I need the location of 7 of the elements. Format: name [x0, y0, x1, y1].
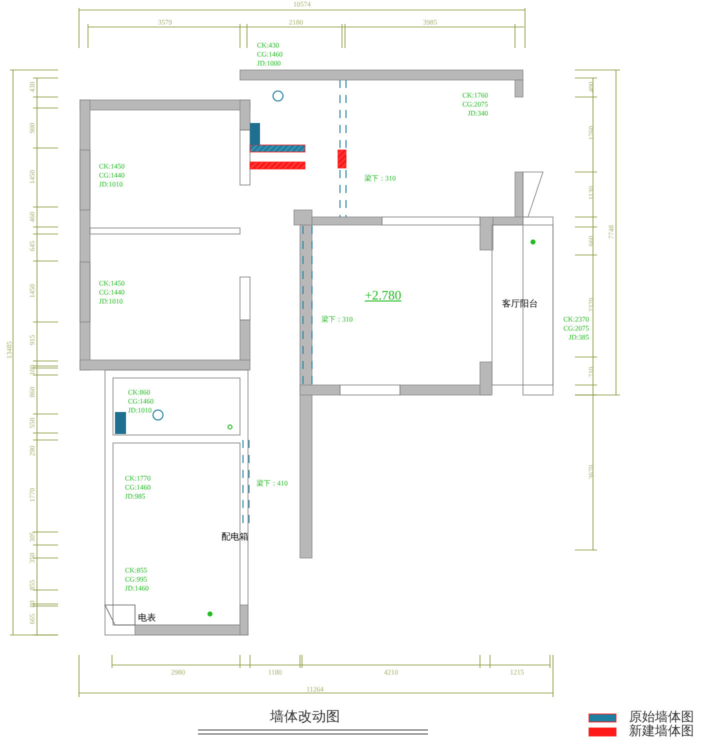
room-label: 配电箱 — [222, 534, 248, 542]
room-label: 客厅阳台 — [502, 300, 538, 310]
room-label: 电表 — [138, 614, 156, 624]
elevation-label: +2.780 — [364, 288, 402, 302]
legend-label: 原始墙体图 — [629, 711, 694, 724]
drawing-title: 墙体改动图 — [270, 710, 340, 724]
legend-label: 新建墙体图 — [629, 725, 694, 738]
